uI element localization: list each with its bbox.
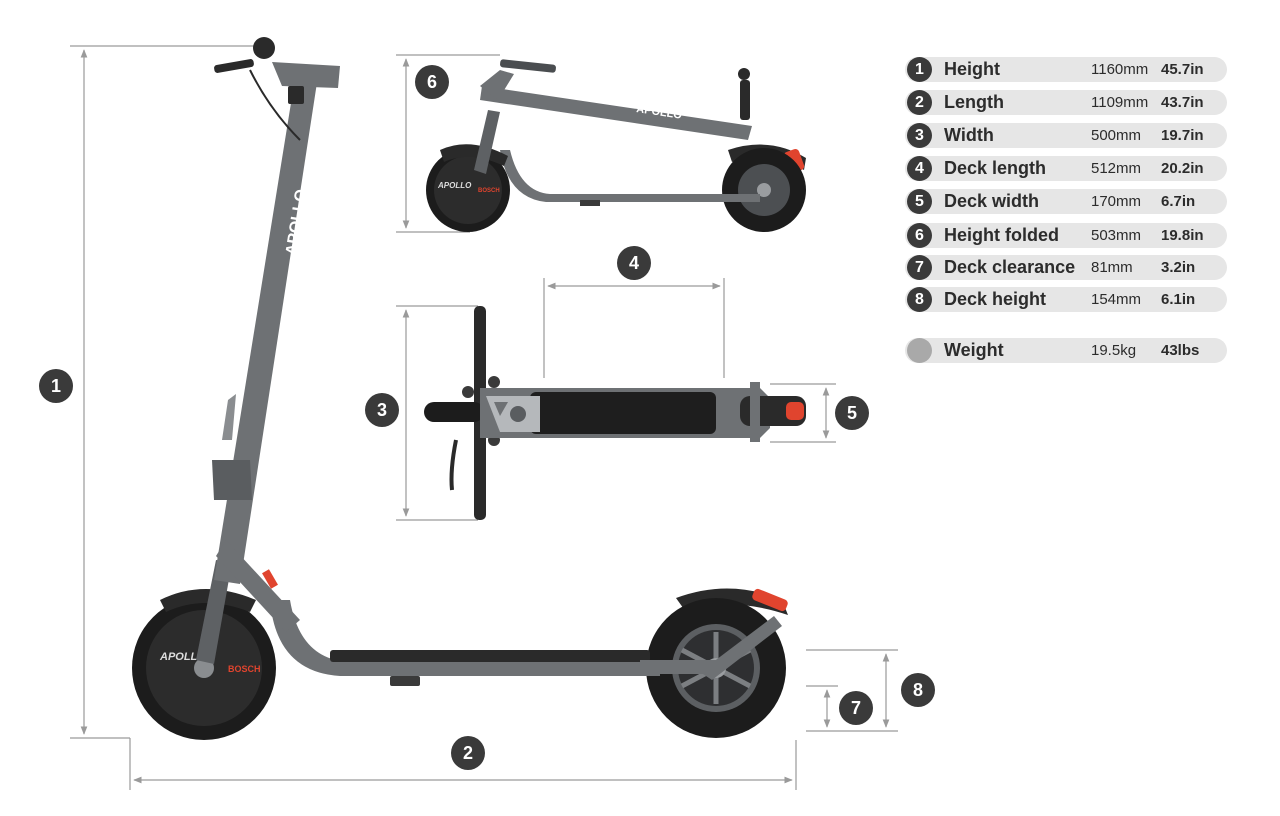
spec-metric-value: 503mm <box>1091 227 1142 244</box>
spec-metric-value: 1160mm <box>1091 61 1149 78</box>
spec-imperial-value: 6.7in <box>1161 193 1196 210</box>
deck-grip <box>330 650 650 662</box>
folding-mechanism <box>212 460 252 500</box>
spec-imperial-value: 43lbs <box>1161 342 1200 359</box>
scooter-side-view: APOLLO BOSCH APOLLO <box>132 37 788 740</box>
spec-label: Weight <box>944 340 1004 360</box>
spec-row-height: 1 Height 1160mm 45.7in <box>905 57 1227 82</box>
callout-width-badge: 3 <box>365 393 399 427</box>
scooter-folded-view: APOLLO BOSCH APOLLO <box>426 59 806 232</box>
spec-imperial-value: 20.2in <box>1161 160 1204 177</box>
rear-light <box>752 588 788 612</box>
callout-height-folded-badge: 6 <box>415 65 449 99</box>
spec-imperial-value: 19.8in <box>1161 227 1204 244</box>
spec-imperial-value: 45.7in <box>1161 61 1204 78</box>
callout-deck-length-number: 4 <box>629 253 639 273</box>
spec-label: Height <box>944 59 1000 79</box>
spec-metric-value: 81mm <box>1091 259 1133 276</box>
weight-dot <box>907 338 932 363</box>
spec-label: Height folded <box>944 225 1059 245</box>
spec-number: 7 <box>907 255 932 280</box>
spec-label: Length <box>944 92 1004 112</box>
stem <box>214 72 318 584</box>
spec-row-deck-length: 4 Deck length 512mm 20.2in <box>905 156 1227 181</box>
spec-metric-value: 19.5kg <box>1091 342 1137 359</box>
spec-metric-value: 512mm <box>1091 160 1142 177</box>
callout-deck-width-badge: 5 <box>835 396 869 430</box>
kickstand <box>390 676 420 686</box>
callout-length-badge: 2 <box>451 736 485 770</box>
hub-logo: APOLLO <box>159 651 206 663</box>
callout-width-number: 3 <box>377 400 387 420</box>
spec-row-deck-width: 5 Deck width 170mm 6.7in <box>905 189 1227 214</box>
svg-text:APOLLO: APOLLO <box>437 181 472 190</box>
callout-height-badge: 1 <box>39 369 73 403</box>
handlebar-grip <box>214 59 254 73</box>
spec-number: 1 <box>907 57 932 82</box>
dimension-lines <box>70 45 898 790</box>
spec-imperial-value: 6.1in <box>1161 291 1196 308</box>
callout-height-number: 1 <box>51 376 61 396</box>
spec-imperial-value: 43.7in <box>1161 94 1204 111</box>
folded-stem <box>480 86 752 140</box>
spec-label: Deck height <box>944 289 1047 309</box>
spec-label: Deck clearance <box>944 257 1076 277</box>
brake-lever <box>449 439 458 491</box>
spec-number: 3 <box>907 123 932 148</box>
scooter-top-view <box>424 306 806 520</box>
spec-label: Deck width <box>944 191 1040 211</box>
front-fork <box>196 560 232 664</box>
spec-row-deck-clearance: 7 Deck clearance 81mm 3.2in <box>905 255 1227 280</box>
spec-row-width: 3 Width 500mm 19.7in <box>905 123 1227 148</box>
handlebar-head <box>272 62 340 88</box>
spec-imperial-value: 19.7in <box>1161 127 1204 144</box>
spec-label: Width <box>944 125 994 145</box>
throttle <box>253 37 275 59</box>
spec-row-weight: Weight 19.5kg 43lbs <box>905 338 1227 363</box>
spec-imperial-value: 3.2in <box>1161 259 1196 276</box>
spec-metric-value: 1109mm <box>1091 94 1149 111</box>
front-light <box>288 86 304 104</box>
spec-row-length: 2 Length 1109mm 43.7in <box>905 90 1227 115</box>
spec-number: 4 <box>907 156 932 181</box>
spec-label: Deck length <box>944 158 1047 178</box>
callout-deck-height-badge: 8 <box>901 673 935 707</box>
top-deck-grip <box>530 392 716 434</box>
deck-frame <box>270 600 660 676</box>
callout-height-folded-number: 6 <box>427 72 437 92</box>
spec-metric-value: 154mm <box>1091 291 1142 308</box>
callout-deck-width-number: 5 <box>847 403 857 423</box>
callout-deck-clearance-number: 7 <box>851 698 861 718</box>
callout-deck-length-badge: 4 <box>617 246 651 280</box>
callout-length-number: 2 <box>463 743 473 763</box>
spec-row-height-folded: 6 Height folded 503mm 19.8in <box>905 223 1227 248</box>
motor-brand-label: BOSCH <box>228 664 261 674</box>
spec-number: 5 <box>907 189 932 214</box>
spec-number: 8 <box>907 287 932 312</box>
spec-metric-value: 500mm <box>1091 127 1142 144</box>
svg-text:BOSCH: BOSCH <box>478 188 500 194</box>
spec-metric-value: 170mm <box>1091 193 1142 210</box>
callout-deck-height-number: 8 <box>913 680 923 700</box>
spec-number: 6 <box>907 223 932 248</box>
spec-number: 2 <box>907 90 932 115</box>
callout-deck-clearance-badge: 7 <box>839 691 873 725</box>
spec-row-deck-height: 8 Deck height 154mm 6.1in <box>905 287 1227 312</box>
